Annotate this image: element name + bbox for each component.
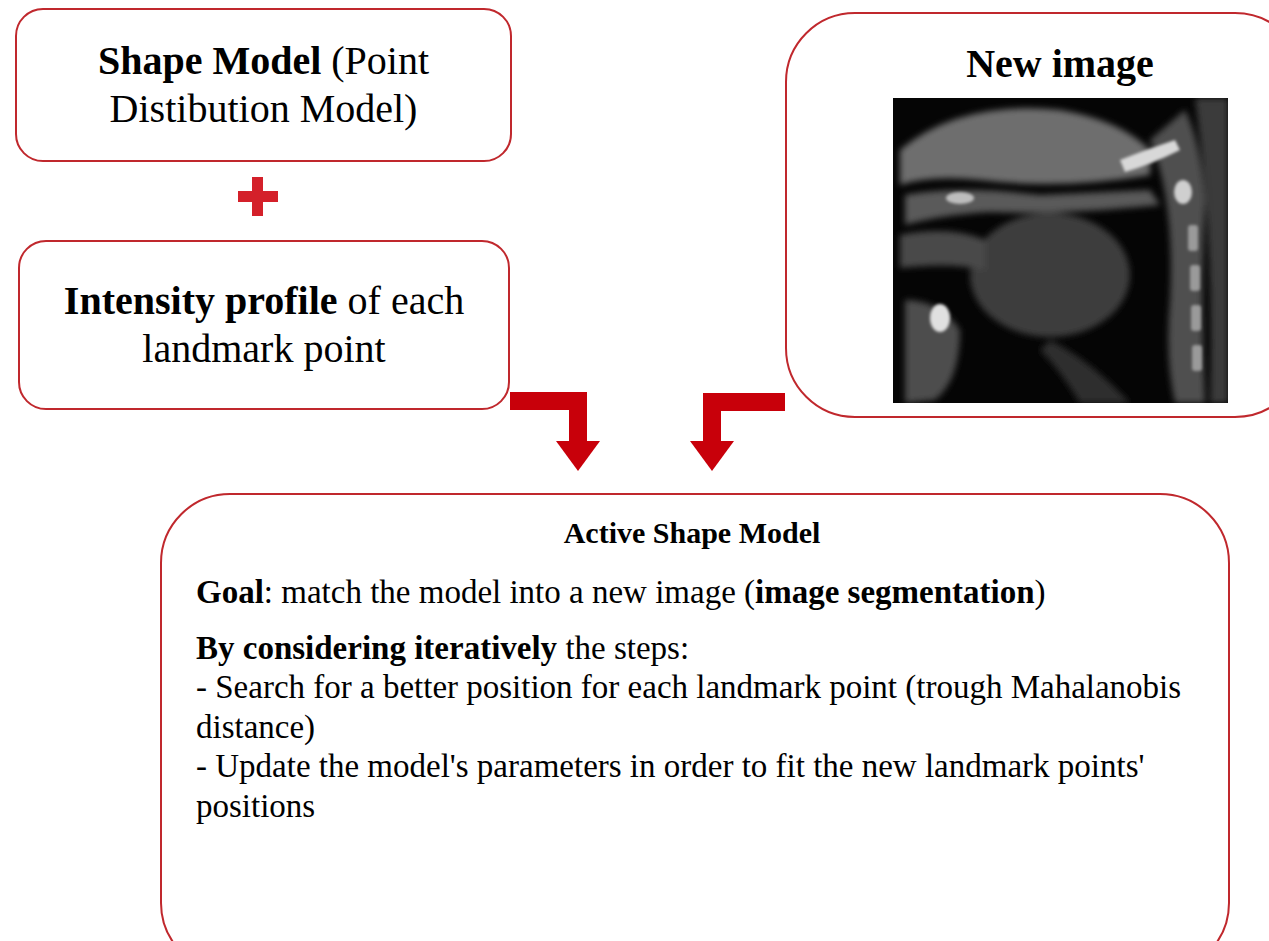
mri-image xyxy=(893,98,1228,403)
node-text: ) xyxy=(1035,574,1046,610)
text-block: - Search for a better position for each … xyxy=(196,668,1188,747)
node-text: By considering iteratively xyxy=(196,630,557,666)
node-text: Shape Model xyxy=(98,38,321,83)
text-block: By considering iterativelythe steps: xyxy=(196,629,1188,669)
rounded-box: Intensity profileof each landmark point xyxy=(18,240,510,410)
plus-symbol xyxy=(238,177,278,216)
node-text: - Update the model's parameters in order… xyxy=(196,748,1144,824)
arrow-shaft xyxy=(712,402,785,442)
rounded-box: New image xyxy=(785,12,1269,418)
node-text: - Search for a better position for each … xyxy=(196,669,1181,745)
arrow-head xyxy=(690,441,734,471)
text-block: Intensity profileof each landmark point xyxy=(38,277,490,373)
node-text: Goal xyxy=(196,574,264,610)
text-block: - Update the model's parameters in order… xyxy=(196,747,1188,826)
arrow-corner xyxy=(703,393,721,411)
node-text: image segmentation xyxy=(755,574,1035,610)
arrow-corner xyxy=(569,392,587,410)
arrow-head xyxy=(556,441,600,471)
block-arrow xyxy=(690,393,785,471)
text-block: New image xyxy=(877,40,1243,88)
node-text: New image xyxy=(966,41,1154,86)
node-text: : match the model into a new image ( xyxy=(264,574,755,610)
rounded-box: Active Shape ModelGoal: match the model … xyxy=(160,493,1230,941)
node-text: Active Shape Model xyxy=(564,516,821,549)
block-arrow xyxy=(510,392,600,471)
node-text: the steps: xyxy=(565,630,689,666)
text-block: Active Shape Model xyxy=(196,515,1188,551)
node-text: Intensity profile xyxy=(64,278,338,323)
rounded-box: Shape Model(Point Distibution Model) xyxy=(15,8,512,162)
arrow-shaft xyxy=(510,401,578,442)
text-block: Goal: match the model into a new image (… xyxy=(196,573,1188,613)
text-block: Shape Model(Point Distibution Model) xyxy=(35,37,492,133)
